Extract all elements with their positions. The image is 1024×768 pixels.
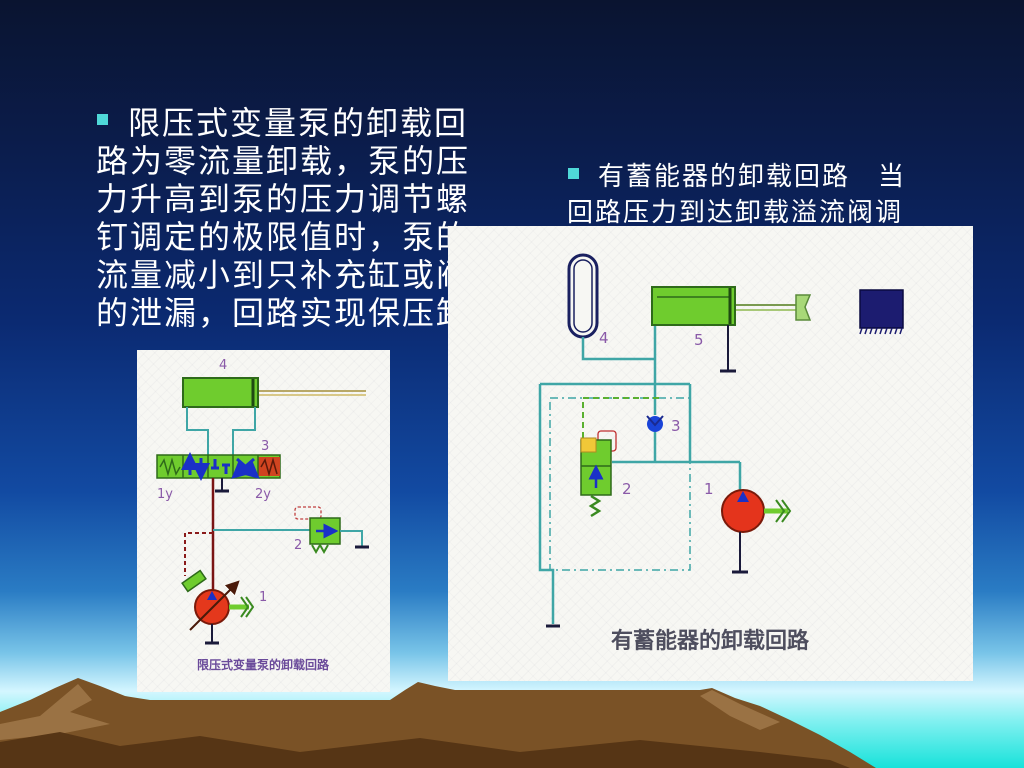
right-bullet-line: 有蓄能器的卸载回路 当: [567, 159, 906, 195]
relief-valve: [294, 506, 341, 555]
left-bullet-line: 力升高到泵的压力调节螺: [96, 180, 470, 218]
left-bullet-line-text: 限压式变量泵的卸载回: [128, 104, 469, 142]
hydraulic-cylinder: [182, 377, 259, 408]
pipe-line: [340, 530, 363, 546]
left-bullet-line: 的泄漏，回路实现保压卸: [96, 294, 470, 332]
left-bullet-line: 限压式变量泵的卸载回: [96, 104, 470, 142]
fixed-pump: [721, 489, 792, 533]
unloading-relief-valve: [580, 430, 617, 518]
right-bullet-text: 有蓄能器的卸载回路 当 回路压力到达卸载溢流阀调: [567, 159, 906, 231]
drive-icon: [781, 499, 792, 523]
left-bullet-line-text: 流量减小到只补充缸或阀: [96, 256, 471, 294]
pilot-boundary: [549, 397, 691, 571]
variable-displacement-pump: [181, 569, 255, 631]
pipe-line: [538, 384, 555, 624]
rod-end: [795, 294, 812, 321]
drive-icon: [775, 499, 786, 523]
spring-icon: [260, 457, 278, 477]
right-bullet-line: 回路压力到达卸载溢流阀调: [567, 195, 906, 231]
left-bullet-line-text: 钉调定的极限值时，泵的: [96, 218, 471, 256]
left-bullet-text: 限压式变量泵的卸载回 路为零流量卸载，泵的压 力升高到泵的压力调节螺 钉调定的极…: [96, 104, 470, 332]
cylinder-label: 5: [694, 331, 704, 349]
hydraulic-cylinder: [651, 286, 736, 326]
right-bullet-line-text: 回路压力到达卸载溢流阀调: [567, 198, 904, 228]
drive-icon: [240, 596, 250, 618]
triangle-icon: [207, 591, 217, 600]
left-bullet-line-text: 路为零流量卸载，泵的压: [96, 142, 471, 180]
triangle-icon: [737, 491, 749, 502]
pilot-line: [582, 397, 662, 438]
left-bullet-line-text: 的泄漏，回路实现保压卸: [96, 294, 471, 332]
check-valve: [646, 415, 664, 432]
unloading-valve-label: 2: [622, 480, 632, 498]
solenoid-right-label: 2y: [255, 487, 271, 502]
accumulator-circuit-diagram: 4 5: [538, 253, 904, 654]
pipe-line: [581, 337, 655, 361]
spring-icon: [588, 494, 602, 518]
variable-arrow-icon: [189, 580, 240, 631]
variable-pump-circuit-diagram: 4: [156, 358, 369, 672]
solenoid-left-label: 1y: [157, 487, 173, 502]
spring-icon: [159, 457, 181, 477]
bullet-icon: [568, 168, 579, 179]
drive-icon: [245, 596, 255, 618]
spring-icon: [311, 542, 329, 555]
check-valve-label: 3: [671, 417, 681, 435]
valve-label: 3: [261, 439, 269, 454]
left-bullet-line: 流量减小到只补充缸或阀: [96, 256, 470, 294]
left-bullet-line-text: 力升高到泵的压力调节螺: [96, 180, 471, 218]
pilot-line: [184, 532, 213, 576]
accumulator-label: 4: [599, 329, 609, 347]
control-piston: [181, 569, 207, 593]
cylinder-label: 4: [219, 358, 227, 373]
mountain-shadow: [0, 732, 850, 768]
load-weight: [859, 289, 904, 335]
directional-valve: [156, 452, 281, 481]
pump-label: 1: [704, 480, 714, 498]
right-diagram-panel: 4 5: [448, 226, 973, 681]
pipe-line: [232, 407, 256, 455]
pump-label: 1: [259, 590, 267, 605]
left-diagram-panel: 4: [137, 350, 390, 692]
relief-valve-label: 2: [294, 538, 302, 553]
mountain-ridge-light: [0, 684, 110, 740]
accumulator: [567, 253, 599, 339]
left-diagram-caption: 限压式变量泵的卸载回路: [197, 657, 330, 672]
pipe-line: [186, 407, 209, 455]
blocked-port-icon: [211, 459, 230, 474]
cross-arrow-icon: [231, 457, 255, 479]
mountain-ridge-light: [700, 690, 780, 730]
bullet-icon: [97, 113, 108, 125]
left-bullet-line: 钉调定的极限值时，泵的: [96, 218, 470, 256]
right-bullet-line-text: 有蓄能器的卸载回路 当: [598, 162, 907, 192]
left-bullet-line: 路为零流量卸载，泵的压: [96, 142, 470, 180]
right-diagram-caption: 有蓄能器的卸载回路: [611, 628, 810, 654]
